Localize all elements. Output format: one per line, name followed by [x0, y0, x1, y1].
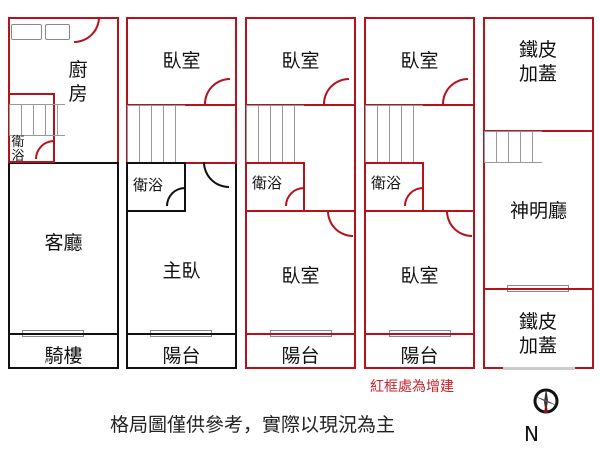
compass-north-label: N — [524, 422, 539, 446]
floor1-original — [8, 162, 119, 369]
room-balcony: 陽台 — [400, 345, 439, 367]
wall — [126, 333, 237, 335]
room-arcade: 騎樓 — [44, 345, 83, 367]
bath-box — [126, 162, 186, 212]
room-kitchen: 廚房 — [68, 59, 88, 105]
room-master: 主臥 — [162, 260, 201, 282]
room-bath: 衛浴 — [132, 176, 163, 194]
room-living: 客廳 — [44, 232, 83, 254]
wall — [483, 288, 594, 290]
stairs — [246, 105, 304, 163]
room-roof-back: 鐵皮加蓋 — [518, 39, 557, 85]
stairs — [9, 104, 65, 136]
extension-note: 紅框處為增建 — [370, 379, 454, 395]
stairs — [484, 131, 542, 163]
wall — [245, 210, 356, 212]
wall — [364, 210, 475, 212]
room-bedroom: 臥室 — [162, 50, 201, 72]
wall — [364, 333, 475, 335]
room-roof-front: 鐵皮加蓋 — [518, 311, 557, 357]
room-shrine: 神明廳 — [509, 200, 567, 222]
room-balcony: 陽台 — [281, 345, 320, 367]
room-bedroom: 臥室 — [281, 265, 320, 287]
sink-icon — [45, 24, 70, 40]
room-bedroom: 臥室 — [400, 50, 439, 72]
room-bath: 衛浴 — [370, 174, 401, 192]
opening — [503, 367, 575, 370]
room-bath: 衛浴 — [251, 174, 282, 192]
room-kitchen-bath: 衛浴 — [11, 135, 25, 164]
room-bedroom: 臥室 — [400, 265, 439, 287]
room-balcony: 陽台 — [162, 345, 201, 367]
room-bedroom: 臥室 — [281, 50, 320, 72]
wall — [245, 333, 356, 335]
compass-icon — [531, 386, 561, 416]
stairs — [365, 105, 423, 163]
stove-icon — [11, 24, 42, 40]
stairs — [127, 105, 185, 163]
disclaimer: 格局圖僅供參考，實際以現況為主 — [110, 414, 396, 436]
wall — [8, 333, 119, 335]
